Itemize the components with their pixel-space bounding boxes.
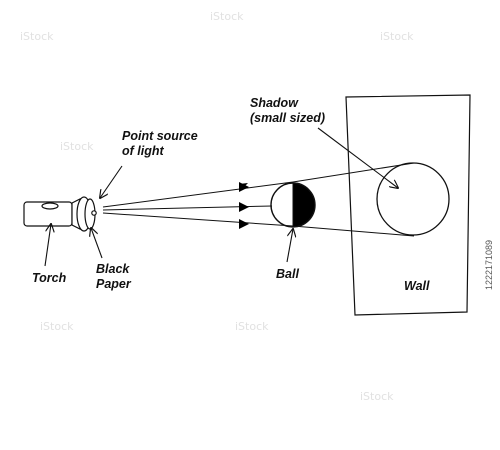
shadow-boundary-bottom — [292, 225, 415, 237]
watermark-text: iStock — [20, 30, 54, 43]
shadow-label: Shadow — [250, 96, 299, 110]
ball-pointer-arrow — [286, 229, 293, 263]
black-paper-label-line2: Paper — [96, 277, 132, 291]
torch — [23, 196, 97, 232]
ball — [270, 182, 316, 228]
point-source-hole — [91, 210, 97, 216]
light-ray-bottom — [102, 212, 294, 227]
point-source-pointer-arrow — [100, 165, 123, 198]
black-paper-label: Black — [96, 262, 130, 276]
shadow-boundary-top — [292, 162, 415, 183]
torch-pointer-arrow — [44, 224, 51, 267]
watermark-text: iStock — [380, 30, 414, 43]
black-paper-pointer-arrow — [91, 228, 103, 259]
point-source-label-line2: of light — [122, 144, 164, 158]
shadow-size-label: (small sized) — [250, 111, 325, 125]
watermark-pattern: iStock iStock iStock iStock iStock iStoc… — [20, 10, 429, 403]
ray-arrowhead-bottom — [239, 219, 249, 229]
shadow-circle — [376, 162, 450, 236]
ray-arrowhead-top — [239, 182, 249, 192]
light-ray-top — [102, 181, 294, 208]
watermark-text: iStock — [360, 390, 394, 403]
watermark-text: iStock — [210, 10, 244, 23]
torch-switch — [41, 202, 59, 210]
torch-label: Torch — [32, 271, 67, 285]
stock-image-id: 1222171089 — [484, 240, 494, 290]
ball-label: Ball — [276, 267, 299, 281]
point-source-label: Point source — [122, 129, 198, 143]
ray-arrowhead-middle — [239, 202, 249, 212]
watermark-text: iStock — [235, 320, 269, 333]
wall-label: Wall — [404, 279, 430, 293]
shadow-pointer-arrow — [317, 127, 398, 188]
ball-dark-half — [293, 183, 315, 227]
watermark-text: iStock — [40, 320, 74, 333]
watermark-text: iStock — [60, 140, 94, 153]
